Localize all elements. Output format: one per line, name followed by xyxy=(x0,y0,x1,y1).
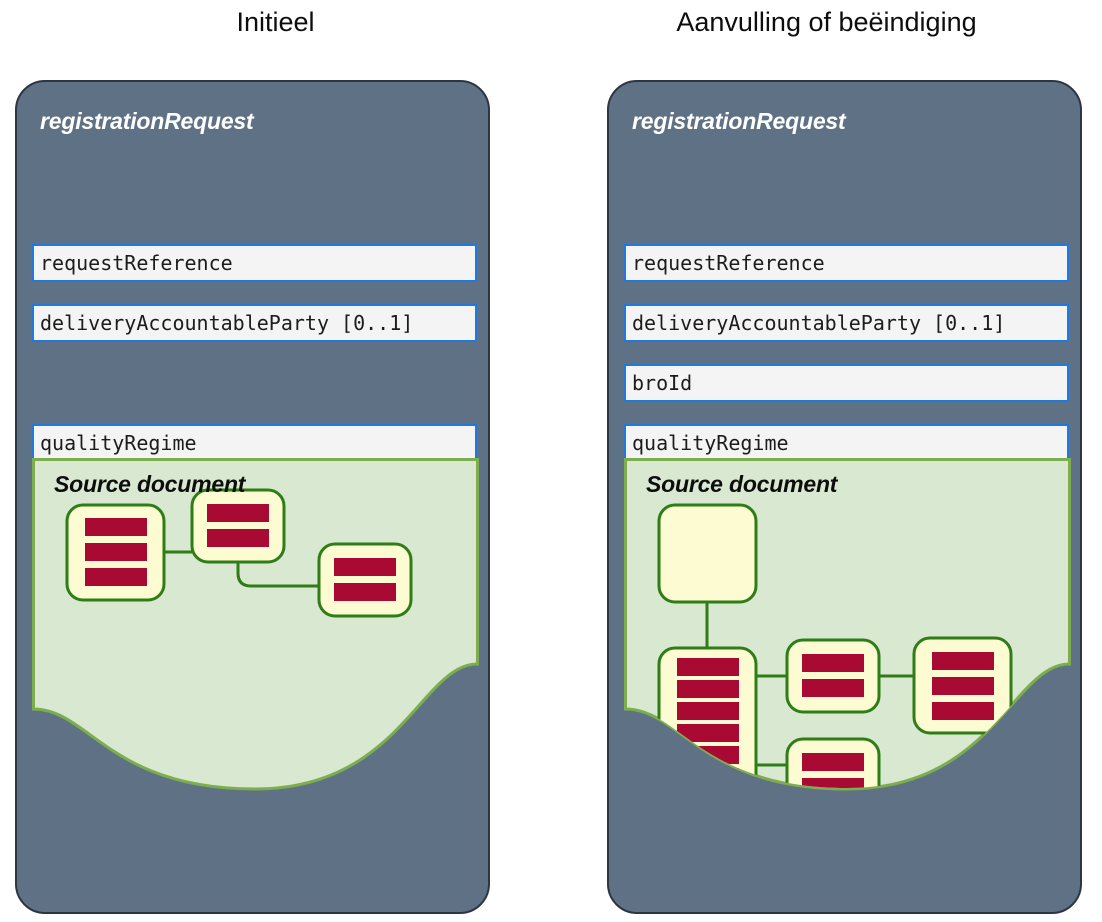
source-document-area-aanvulling: Source document xyxy=(624,458,1071,916)
field-quality-regime[interactable]: qualityRegime xyxy=(624,424,1069,462)
field-delivery-accountable-party[interactable]: deliveryAccountableParty [0..1] xyxy=(32,304,477,342)
source-node[interactable] xyxy=(657,503,758,604)
source-node[interactable] xyxy=(912,636,1013,735)
panel-title-initieel: Initieel xyxy=(236,7,315,37)
source-document-area-initieel: Source document xyxy=(32,458,479,916)
source-document-diagram-initieel xyxy=(65,488,413,618)
card-title-registration-request: registrationRequest xyxy=(40,108,254,134)
field-bro-id[interactable]: broId xyxy=(624,364,1069,402)
registration-request-card-initieel: registrationRequest requestReference del… xyxy=(15,80,490,914)
field-request-reference[interactable]: requestReference xyxy=(32,244,477,282)
field-quality-regime[interactable]: qualityRegime xyxy=(32,424,477,462)
source-node[interactable] xyxy=(785,638,881,714)
source-node[interactable] xyxy=(785,737,881,811)
source-document-label: Source document xyxy=(646,471,838,497)
field-request-reference[interactable]: requestReference xyxy=(624,244,1069,282)
panel-aanvulling: Aanvulling of beëindiging registrationRe… xyxy=(551,0,1102,922)
field-delivery-accountable-party[interactable]: deliveryAccountableParty [0..1] xyxy=(624,304,1069,342)
source-document-label: Source document xyxy=(54,471,246,497)
source-node[interactable] xyxy=(190,488,286,564)
source-node[interactable] xyxy=(65,503,166,602)
panel-title-aanvulling: Aanvulling of beëindiging xyxy=(676,7,977,37)
panel-initieel: Initieel registrationRequest requestRefe… xyxy=(15,7,490,914)
source-document-diagram-aanvulling xyxy=(657,503,1013,811)
card-title-registration-request: registrationRequest xyxy=(632,108,846,134)
source-node[interactable] xyxy=(317,542,413,618)
edge-n2-n3 xyxy=(236,562,319,588)
registration-request-card-aanvulling: registrationRequest requestReference del… xyxy=(607,80,1082,914)
